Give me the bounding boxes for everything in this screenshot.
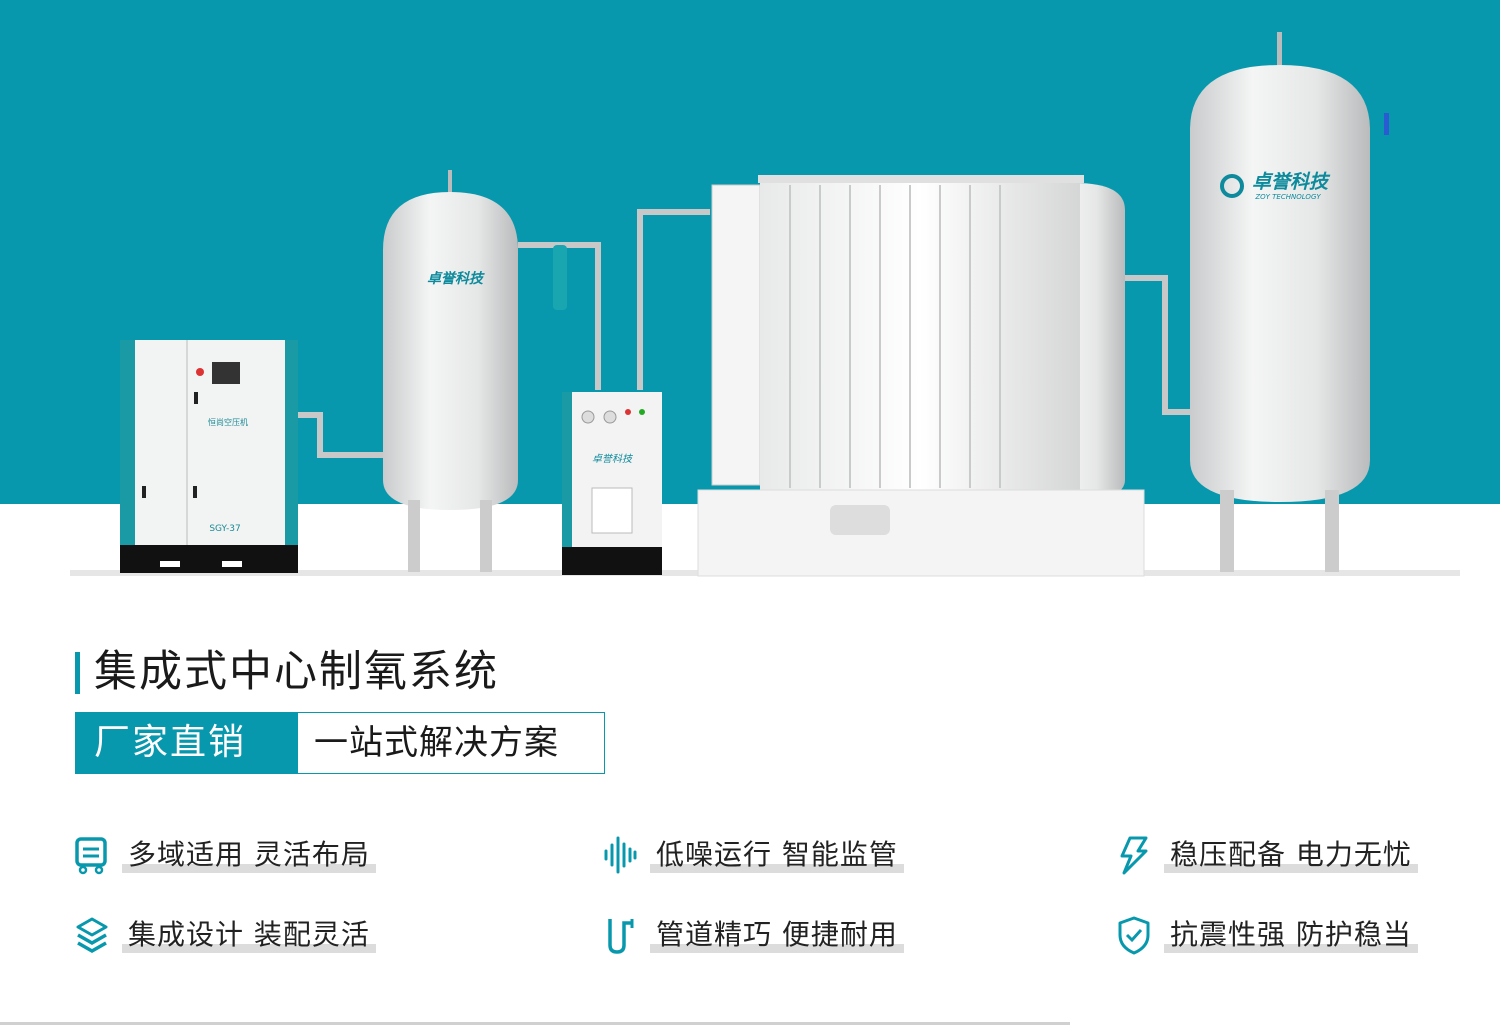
divider xyxy=(0,1022,1070,1025)
feature-label: 低噪运行 智能监管 xyxy=(650,835,904,875)
tagline-left: 厂家直销 xyxy=(76,713,298,773)
pipe-icon xyxy=(608,919,634,954)
lightning-icon xyxy=(1120,836,1148,875)
feature-item: 集成设计 装配灵活 xyxy=(74,913,376,957)
oxygen-tank: 卓誉科技 ZOY TECHNOLOGY xyxy=(1190,32,1389,572)
compressor-model: SGY-37 xyxy=(209,524,240,534)
equipment-illustration: 恒尚空压机 SGY-37 卓誉科技 卓誉科技 xyxy=(70,32,1460,577)
feature-item: 低噪运行 智能监管 xyxy=(602,833,904,877)
air-tank: 卓誉科技 xyxy=(383,170,567,572)
feature-label: 稳压配备 电力无忧 xyxy=(1164,835,1418,875)
sound-wave-icon xyxy=(604,836,637,874)
title-accent-bar xyxy=(75,652,80,694)
svg-text:卓誉科技: 卓誉科技 xyxy=(592,453,634,465)
logo-name-cn: 卓誉科技 xyxy=(1252,171,1331,193)
feature-label: 抗震性强 防护稳当 xyxy=(1164,915,1418,955)
svg-text:卓誉科技: 卓誉科技 xyxy=(427,270,485,287)
layout-icon xyxy=(75,837,107,875)
logo-name-en: ZOY TECHNOLOGY xyxy=(1254,193,1321,201)
feature-label: 多域适用 灵活布局 xyxy=(122,835,376,875)
feature-label: 集成设计 装配灵活 xyxy=(122,915,376,955)
feature-item: 抗震性强 防护稳当 xyxy=(1116,913,1418,957)
tagline-box: 厂家直销 一站式解决方案 xyxy=(75,712,605,774)
compressor-brand: 恒尚空压机 xyxy=(208,417,248,427)
feature-item: 多域适用 灵活布局 xyxy=(74,833,376,877)
layers-icon xyxy=(76,917,108,954)
refrigerated-dryer: 卓誉科技 xyxy=(562,392,662,575)
air-compressor: 恒尚空压机 SGY-37 xyxy=(120,340,298,573)
shield-check-icon xyxy=(1118,916,1150,955)
feature-item: 稳压配备 电力无忧 xyxy=(1116,833,1418,877)
feature-label: 管道精巧 便捷耐用 xyxy=(650,915,904,955)
logo-icon xyxy=(1220,174,1244,198)
oxygen-generator xyxy=(697,175,1145,577)
tagline-right: 一站式解决方案 xyxy=(314,723,559,763)
page-title: 集成式中心制氧系统 xyxy=(94,647,499,697)
feature-item: 管道精巧 便捷耐用 xyxy=(602,913,904,957)
